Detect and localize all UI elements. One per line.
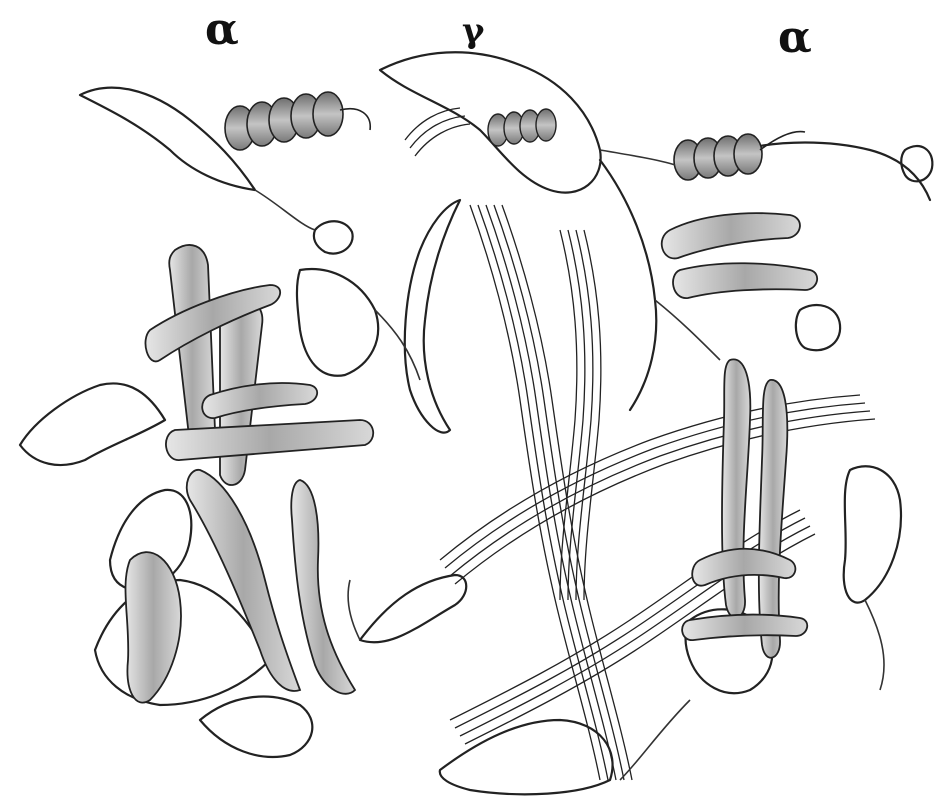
loop-right-side [844, 466, 901, 602]
coil [255, 190, 315, 230]
gamma-strands [405, 108, 875, 780]
left-helix [225, 92, 370, 150]
loop-right-edge [901, 146, 932, 181]
gamma-strand [405, 108, 460, 140]
gamma-domain [360, 52, 656, 794]
gamma-helix [488, 109, 556, 146]
coil [348, 580, 360, 640]
coil [655, 300, 720, 360]
loop-gamma-right [600, 160, 656, 410]
loop-gamma-left [405, 200, 460, 433]
strand-left-6 [125, 552, 180, 702]
loop-left-mid [297, 269, 378, 376]
strand-right-3 [722, 359, 750, 617]
strand-left-4 [187, 470, 300, 691]
gamma-strand [415, 124, 470, 156]
helix-turn [734, 134, 762, 174]
left-alpha-strands [125, 245, 373, 703]
coil [375, 310, 420, 380]
strand-right-1 [662, 213, 800, 258]
helix-turn [313, 92, 343, 136]
gamma-strand [470, 205, 600, 780]
helix-tail [340, 109, 370, 130]
helix-tail [760, 132, 805, 150]
loop-gamma-base [440, 720, 613, 794]
right-helix [674, 132, 805, 180]
coil [865, 600, 884, 690]
gamma-strand [455, 419, 875, 584]
gamma-strand [450, 411, 870, 576]
loop-gamma-bottom [360, 575, 466, 642]
gamma-strand [560, 230, 577, 600]
helix-turn [536, 109, 556, 141]
strand-right-6 [682, 615, 807, 640]
strand-right-2 [673, 263, 817, 298]
loop-left-outer-2 [20, 383, 165, 465]
coil [620, 700, 690, 780]
coil [600, 150, 675, 165]
loop-right-small [796, 305, 840, 350]
gamma-strand [410, 116, 465, 148]
loop-right-top [740, 143, 930, 201]
strand-left-5 [291, 480, 355, 694]
loop-left-lower [200, 697, 312, 757]
loop-left-small [314, 221, 353, 253]
right-alpha-strands [662, 213, 817, 658]
